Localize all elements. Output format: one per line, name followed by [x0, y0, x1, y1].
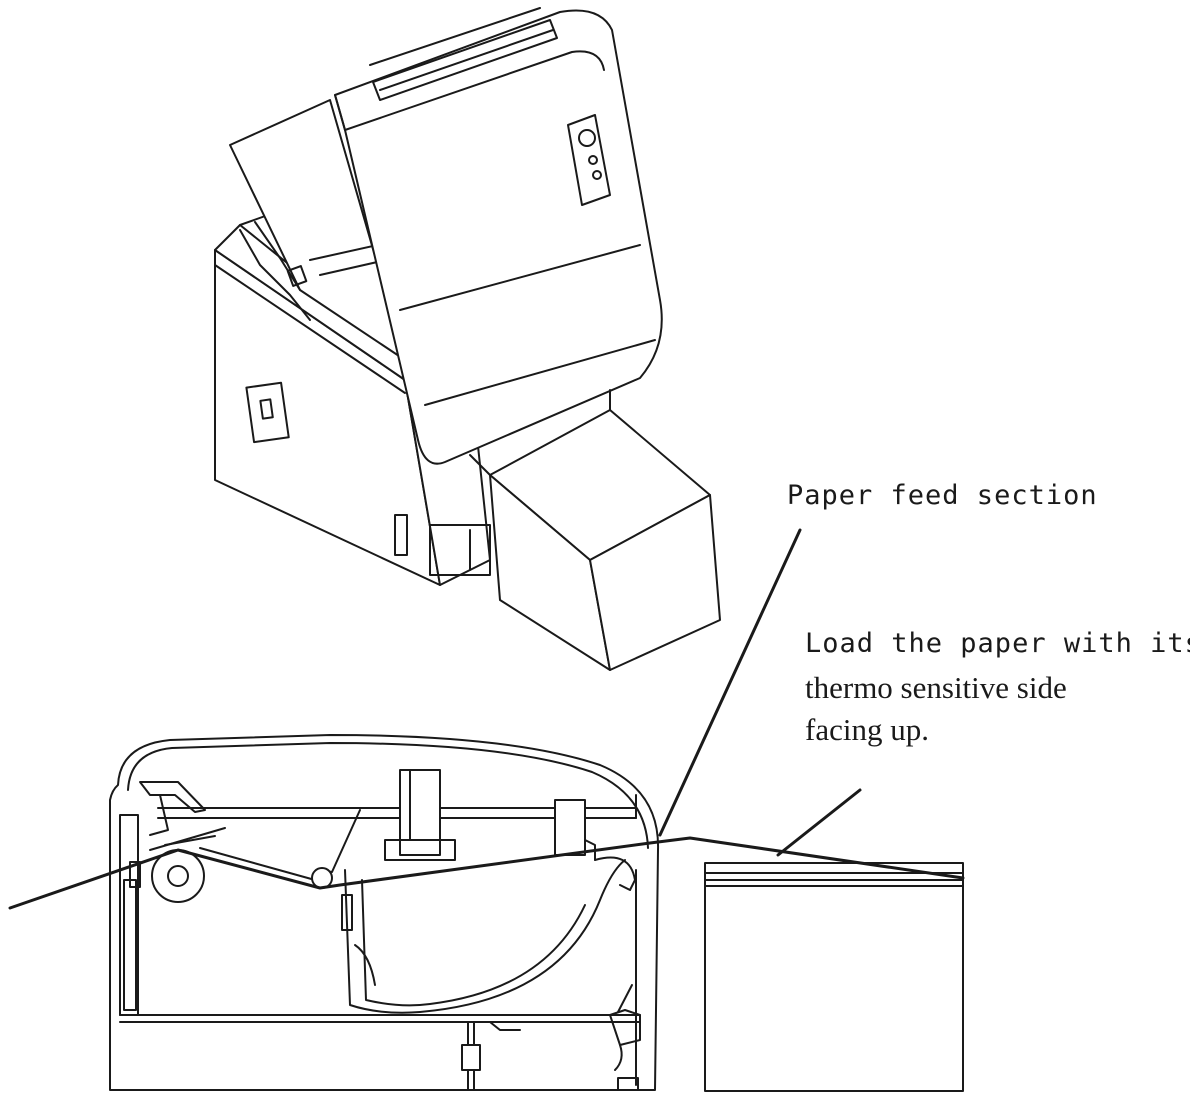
housing-outline: [109, 734, 660, 1091]
feed-button-icon: [578, 129, 596, 147]
label-load-paper-line3: facing up.: [805, 712, 929, 747]
power-led-icon: [588, 155, 598, 165]
label-load-paper-line1: Load the paper with its: [805, 628, 1190, 659]
leader-paper-feed: [658, 528, 802, 837]
power-port: [245, 381, 290, 444]
paper-path-line: [8, 836, 965, 910]
error-led-icon: [592, 170, 602, 180]
paper-roll-front: [589, 494, 721, 671]
printer-cross-section: [109, 734, 964, 1092]
guide-roller: [311, 867, 333, 889]
center-post: [399, 769, 441, 856]
front-bottom-panel: [429, 524, 491, 576]
label-paper-feed-section: Paper feed section: [787, 480, 1098, 511]
label-load-paper-line2: thermo sensitive side: [805, 670, 1067, 705]
paper-roll-block: [704, 862, 964, 1092]
printer-isometric-illustration: [214, 7, 721, 671]
leader-thermo-side: [776, 788, 862, 857]
side-slot: [394, 514, 408, 556]
